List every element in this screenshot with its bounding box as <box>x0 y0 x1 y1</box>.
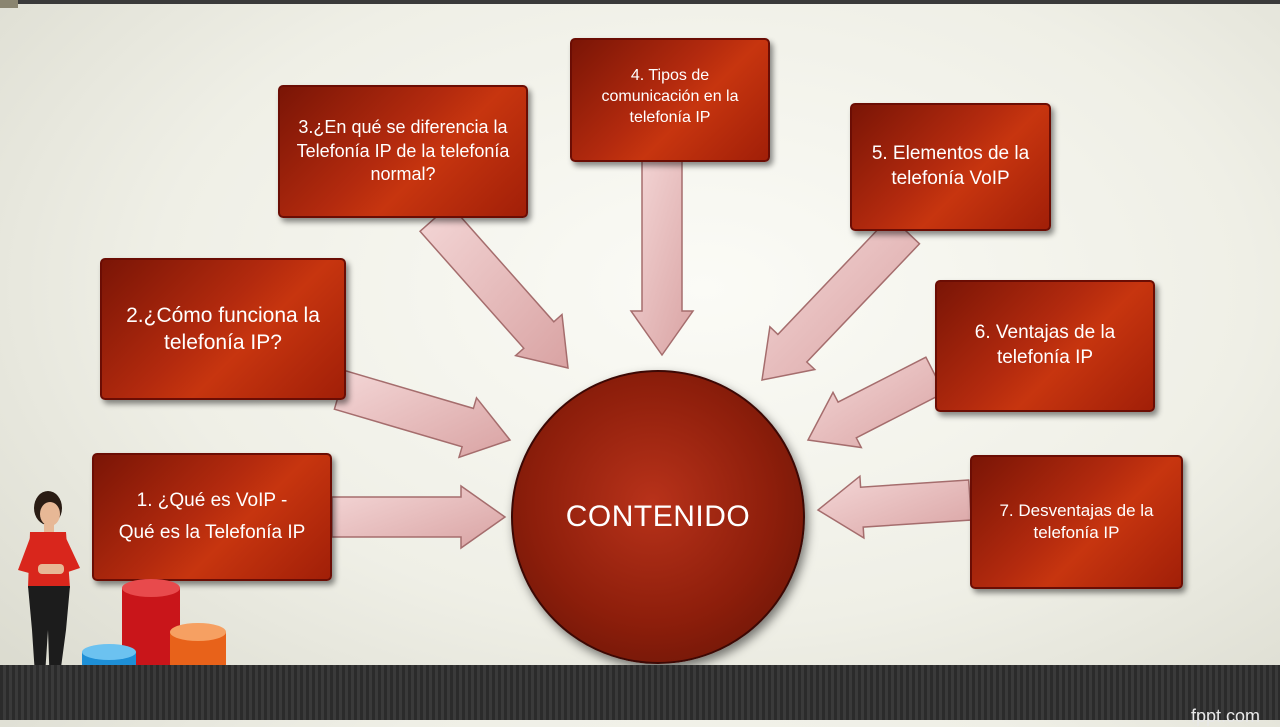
item-box-4: 4. Tipos de comunicación en la telefonía… <box>570 38 770 162</box>
footer-bar <box>0 665 1280 720</box>
arrow-1 <box>331 484 507 550</box>
item-7-text: 7. Desventajas de la telefonía IP <box>999 500 1154 542</box>
item-1-line-1: 1. ¿Qué es VoIP - <box>136 490 288 512</box>
center-circle: CONTENIDO <box>511 370 805 664</box>
arrow-5 <box>761 215 921 381</box>
item-2-text: 2.¿Cómo funciona la telefonía IP? <box>126 303 320 354</box>
arrow-7 <box>816 474 973 540</box>
arrow-4 <box>629 159 695 357</box>
arrow-6 <box>806 356 946 449</box>
footer-brand: fppt.com <box>1190 706 1260 726</box>
item-1-line-2: Qué es la Telefonía IP <box>118 522 306 543</box>
top-bar <box>0 0 1280 4</box>
item-box-6: 6. Ventajas de la telefonía IP <box>935 280 1155 412</box>
item-4-text: 4. Tipos de comunicación en la telefonía… <box>601 67 739 126</box>
item-box-3: 3.¿En qué se diferencia la Telefonía IP … <box>278 85 528 218</box>
item-box-5: 5. Elementos de la telefonía VoIP <box>850 103 1051 231</box>
arrow-3 <box>418 203 569 369</box>
woman-figure-icon <box>18 491 80 696</box>
top-bar-tab <box>0 0 18 8</box>
item-box-7: 7. Desventajas de la telefonía IP <box>970 455 1183 589</box>
item-5-text: 5. Elementos de la telefonía VoIP <box>871 143 1030 189</box>
center-label: CONTENIDO <box>565 500 751 533</box>
item-6-text: 6. Ventajas de la telefonía IP <box>974 322 1116 368</box>
item-box-2: 2.¿Cómo funciona la telefonía IP? <box>100 258 346 400</box>
item-box-1: 1. ¿Qué es VoIP - Qué es la Telefonía IP <box>92 453 332 581</box>
item-3-text: 3.¿En qué se diferencia la Telefonía IP … <box>296 117 510 185</box>
arrow-2 <box>333 369 512 459</box>
